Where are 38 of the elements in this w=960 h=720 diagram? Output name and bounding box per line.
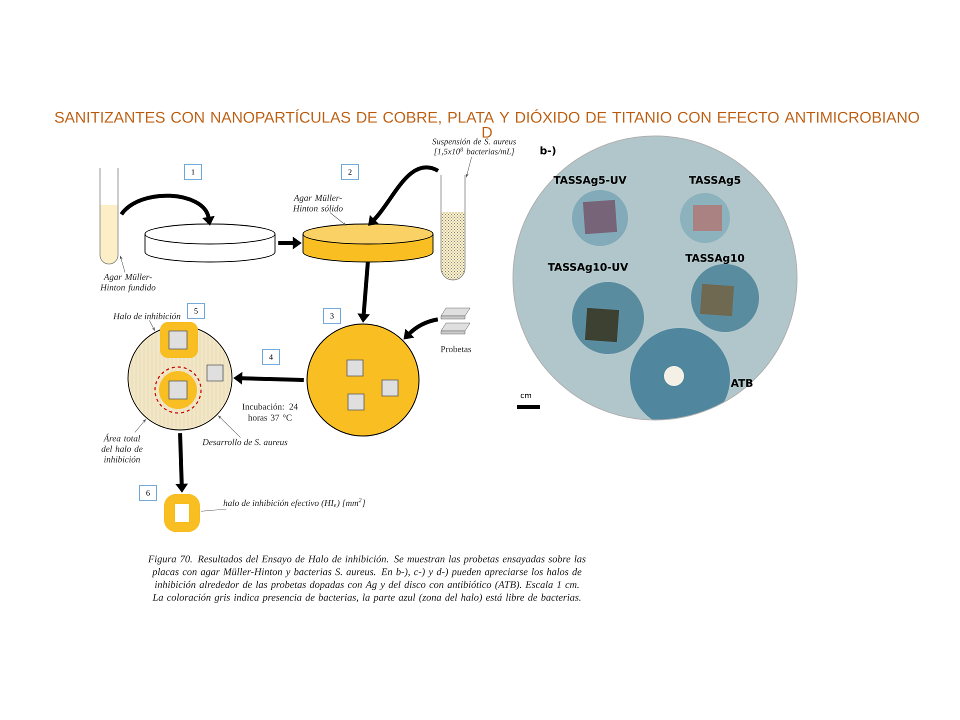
leader-line bbox=[466, 156, 472, 178]
halo-drawing bbox=[164, 494, 200, 532]
callout-text: Agar Müller-Hinton sólido bbox=[292, 194, 343, 212]
petri-dish-drawing bbox=[302, 224, 434, 262]
petri-dish-drawing bbox=[144, 224, 276, 262]
callout-text: Área total del halo de inhibición bbox=[102, 434, 143, 462]
photo-label: TASSAg5 bbox=[689, 176, 740, 186]
callout-text: Desarrollo de S. aureus bbox=[202, 438, 288, 446]
leader-line bbox=[218, 416, 241, 438]
photo-label: b-) bbox=[540, 146, 556, 156]
step-number: 4 bbox=[262, 349, 280, 365]
leader-line bbox=[120, 256, 126, 273]
step-number: 6 bbox=[139, 485, 157, 501]
leader-line bbox=[134, 419, 146, 433]
agar-plate-drawing bbox=[306, 324, 420, 436]
step-number: 3 bbox=[323, 308, 341, 324]
specimen-label: Probetas bbox=[440, 346, 472, 352]
step-number: 2 bbox=[341, 164, 359, 180]
callout-text: Suspensión de S. aureus [1,5x10$^{8}$ bacterias/mL] bbox=[432, 138, 516, 156]
callout-text: Agar Müller-Hinton fundido bbox=[100, 274, 156, 292]
edge-label: Incubación: 24 horas 37 °C bbox=[239, 402, 301, 422]
leader-line bbox=[200, 508, 227, 512]
leader-line bbox=[330, 212, 346, 226]
photo-label: TASSAg10-UV bbox=[548, 262, 628, 274]
photo-label: ATB bbox=[730, 379, 753, 387]
photo-label: TASSAg5-UV bbox=[554, 176, 626, 186]
step-number: 5 bbox=[187, 303, 205, 319]
callout-text: Halo de inhibición bbox=[113, 312, 180, 320]
test-tube-drawing bbox=[100, 168, 118, 264]
step-number: 1 bbox=[184, 164, 202, 180]
test-tube-drawing bbox=[440, 174, 466, 280]
leader-line bbox=[149, 320, 155, 331]
agar-plate-drawing bbox=[128, 322, 232, 430]
callout-text: halo de inhibición efectivo (HI$_{e}$) [mm$^{2}$] bbox=[224, 498, 366, 508]
caption: Figura 70. Resultados del Ensayo de Halo de inhibición. Se muestran las probetas ensayadas sobre las placas con agar Müller-Hinton y bacterias S. aureus. En b-), c-) y d-) pueden apreciarse los halos de inhibición alrededor de las probetas dopadas con Ag y del disco con antibiótico (ATB). Escala 1 cm. La coloración gris indica presencia de bacterias, la parte azul (zona del halo) está libre de bacterias. bbox=[148, 555, 586, 603]
arrow bbox=[404, 317, 438, 340]
title: SANITIZANTES CON NANOPARTÍCULAS DE COBRE, PLATA Y DIÓXIDO DE TITANIO CON EFECTO ANTIMICROBIANO D bbox=[54, 109, 920, 138]
photo-label: TASSAg10 bbox=[685, 254, 744, 264]
